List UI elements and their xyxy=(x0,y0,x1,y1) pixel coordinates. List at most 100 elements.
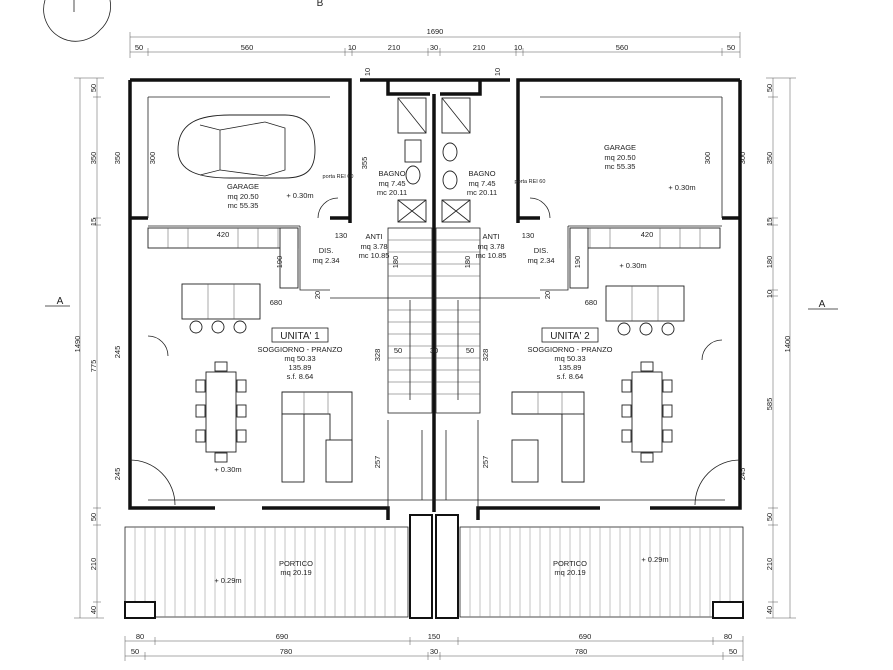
dim-left-1: 50 xyxy=(89,84,98,92)
dim-bottom-9: 780 xyxy=(575,647,588,656)
dim-right-inner-1: 300 xyxy=(738,152,747,165)
section-mark-right: A xyxy=(819,299,826,310)
dim-right-total: 1400 xyxy=(783,336,792,353)
dis-left-mq: mq 2.34 xyxy=(312,256,339,265)
section-mark-top: B xyxy=(317,0,324,9)
dim-right-4: 180 xyxy=(765,256,774,269)
interior-partitions xyxy=(147,96,725,510)
portico-left-mq: mq 20.19 xyxy=(280,568,311,577)
portico-right-hatch xyxy=(459,526,744,618)
soggiorno-right-sf: s.f. 8.64 xyxy=(557,372,584,381)
small-dim-10a: 10 xyxy=(363,68,372,76)
dim-bottom-10: 50 xyxy=(729,647,737,656)
garage-left-level: + 0.30m xyxy=(286,191,313,200)
central-pillar-right xyxy=(435,514,459,619)
portico-right-level: + 0.29m xyxy=(641,555,668,564)
garage-left-door-arc xyxy=(317,197,339,219)
portico-left-name: PORTICO xyxy=(279,559,313,568)
dim-right-3: 15 xyxy=(765,218,774,226)
dim-bottom-7: 780 xyxy=(280,647,293,656)
bagno-left-mc: mc 20.11 xyxy=(377,188,407,197)
dim-bottom-8: 30 xyxy=(430,647,438,656)
stair-dim-left: 328 xyxy=(373,349,382,362)
anti-right-mq: mq 3.78 xyxy=(477,242,504,251)
bagno-left-name: BAGNO xyxy=(378,169,405,178)
window-left-arc xyxy=(147,335,169,357)
sofa-dim-right: 680 xyxy=(585,298,598,307)
unit-2-box xyxy=(541,327,599,343)
dim-right-6: 585 xyxy=(765,398,774,411)
dim-left-inner-3: 245 xyxy=(113,468,122,481)
garage-left-mq: mq 20.50 xyxy=(227,192,258,201)
dim-bottom-4: 690 xyxy=(579,632,592,641)
kitchen-island-left xyxy=(181,283,261,334)
dining-table-left xyxy=(195,361,247,463)
soggiorno-left-mc: 135.89 xyxy=(289,363,312,372)
dim-top-2: 560 xyxy=(241,43,254,52)
dim-bottom-1: 80 xyxy=(136,632,144,641)
bottom-dimension-lines xyxy=(124,636,744,661)
dim-left-total: 1490 xyxy=(73,336,82,353)
anti-dim-b: 180 xyxy=(463,256,472,269)
kitchen-dim-right: 420 xyxy=(641,230,654,239)
dis-right-mq: mq 2.34 xyxy=(527,256,554,265)
dim-bottom-6: 50 xyxy=(131,647,139,656)
dining-table-right xyxy=(621,361,673,463)
portico-left-level: + 0.29m xyxy=(214,576,241,585)
bagno-right-name: BAGNO xyxy=(468,169,495,178)
dim-top-6: 210 xyxy=(473,43,486,52)
dim-bottom-2: 690 xyxy=(276,632,289,641)
bathroom-fixtures-left xyxy=(397,97,427,223)
kitchen-dim-left: 420 xyxy=(217,230,230,239)
dim-left-7: 40 xyxy=(89,606,98,614)
portico-right-name: PORTICO xyxy=(553,559,587,568)
dim-left-3: 15 xyxy=(89,218,98,226)
dim-left-inner-1: 350 xyxy=(113,152,122,165)
dim-bottom-5: 80 xyxy=(724,632,732,641)
anti-left-mc: mc 10.85 xyxy=(359,251,390,260)
dim-top-8: 560 xyxy=(616,43,629,52)
kitchen-counter-right xyxy=(569,227,721,289)
soggiorno-left-mq: mq 50.33 xyxy=(284,354,315,363)
left-dimension-lines xyxy=(74,77,104,619)
dim-top-7: 10 xyxy=(514,43,522,52)
soggiorno-left-name: SOGGIORNO - PRANZO xyxy=(257,345,342,354)
exterior-walls xyxy=(128,78,742,520)
dim-right-7: 50 xyxy=(765,513,774,521)
dim-right-2: 350 xyxy=(765,152,774,165)
garage-right-level: + 0.30m xyxy=(668,183,695,192)
kitchen-island-right xyxy=(605,285,685,336)
dim-bottom-3: 150 xyxy=(428,632,441,641)
soggiorno-right-name: SOGGIORNO - PRANZO xyxy=(527,345,612,354)
dim-left-2: 350 xyxy=(89,152,98,165)
sofa-dim-left: 680 xyxy=(270,298,283,307)
dim-right-inner-2: 245 xyxy=(738,468,747,481)
window-right-arc xyxy=(701,339,723,361)
dis-right-name: DIS. xyxy=(534,246,549,255)
dim-total-width: 1690 xyxy=(427,27,444,36)
portico-right-mq: mq 20.19 xyxy=(554,568,585,577)
small-dim-10b: 10 xyxy=(493,68,502,76)
anti-left-name: ANTI xyxy=(365,232,382,241)
stairs-left xyxy=(387,227,433,414)
pillar-right xyxy=(712,601,744,619)
pillar-left xyxy=(124,601,156,619)
h190-right: 190 xyxy=(573,256,582,269)
small-dim-20b: 20 xyxy=(543,291,552,299)
small-dim-20a: 20 xyxy=(313,291,322,299)
bagno-left-mq: mq 7.45 xyxy=(378,179,405,188)
dim-left-inner-2: 245 xyxy=(113,346,122,359)
hall-dim-right: 257 xyxy=(481,456,490,469)
door-label-right: porta REI 60 xyxy=(515,179,546,185)
right-dimension-lines xyxy=(766,77,796,619)
soggiorno-right-mq: mq 50.33 xyxy=(554,354,585,363)
dim-top-9: 50 xyxy=(727,43,735,52)
anti-left-mq: mq 3.78 xyxy=(360,242,387,251)
stair-width-mid: 30 xyxy=(430,346,438,355)
unit-1-label: UNITA' 1 xyxy=(280,331,320,342)
garage-right-dim: 300 xyxy=(703,152,712,165)
garage-right-mc: mc 55.35 xyxy=(605,162,636,171)
garage-right-name: GARAGE xyxy=(604,143,636,152)
dim-left-4: 775 xyxy=(89,360,98,373)
hall-dim-left: 257 xyxy=(373,456,382,469)
